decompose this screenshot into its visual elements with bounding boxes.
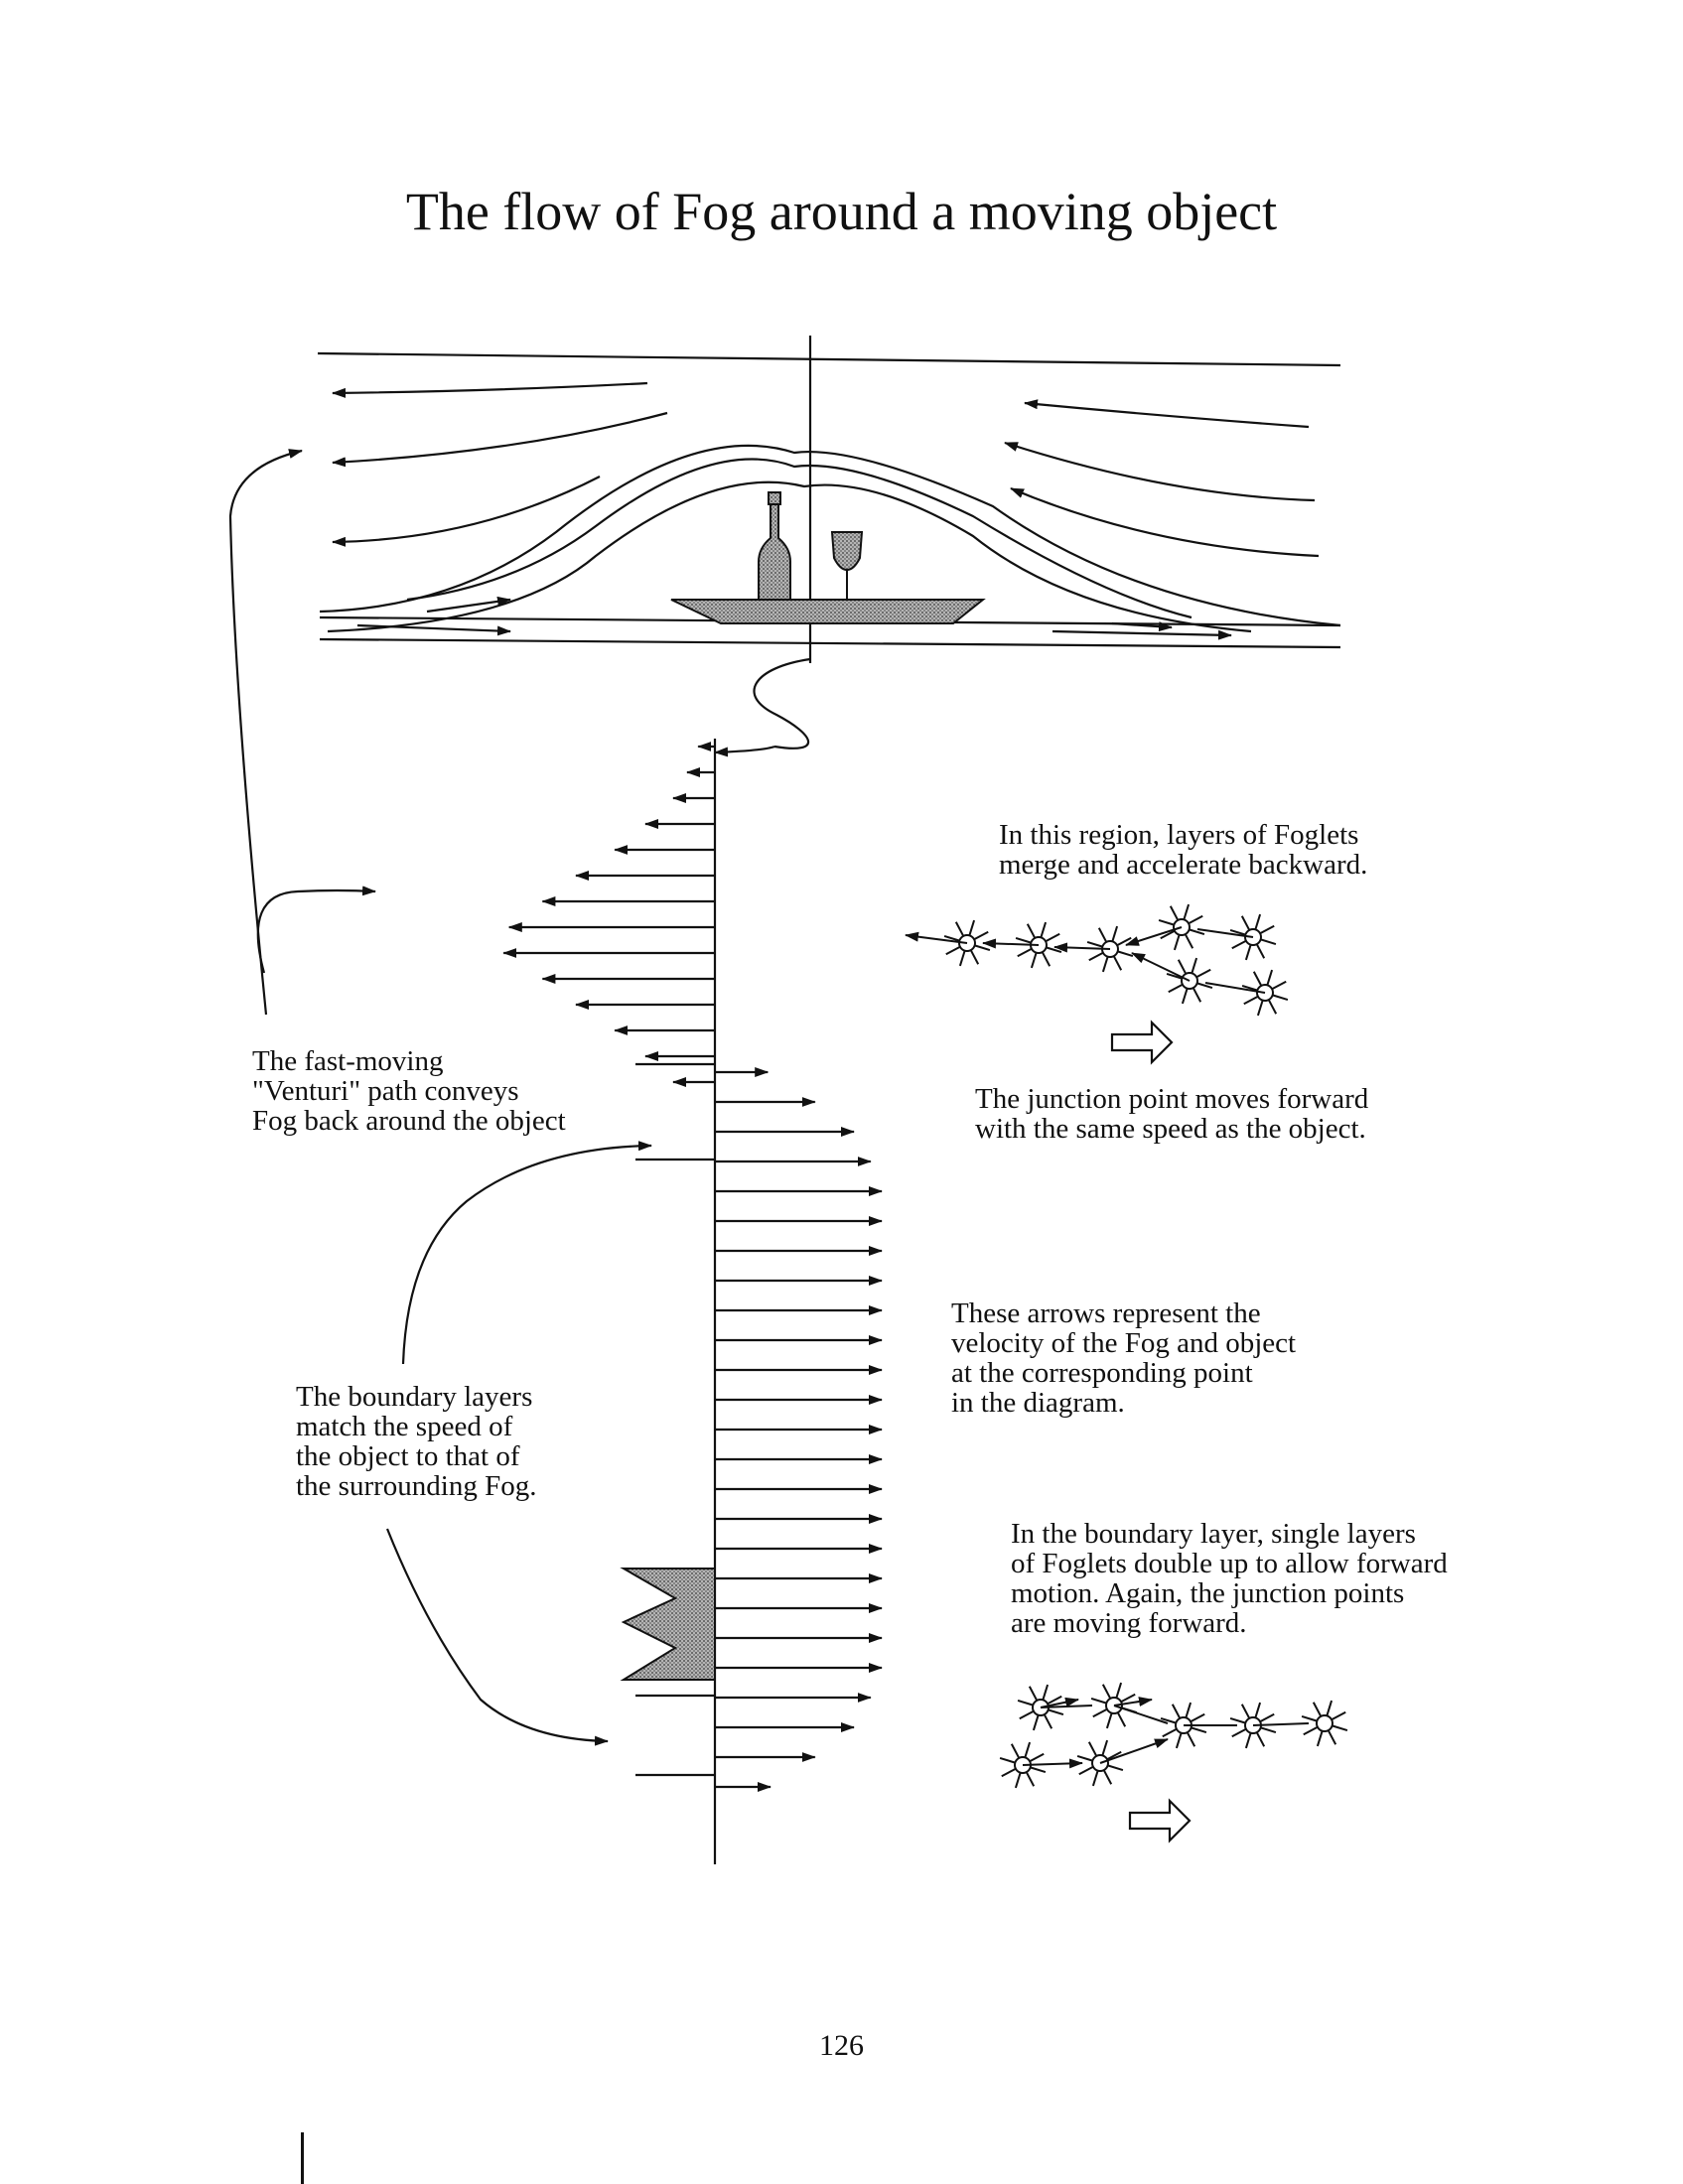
bottle (758, 503, 791, 601)
venturi-pointer (228, 449, 303, 1016)
ground-line (319, 637, 1341, 649)
foglet-icon (1229, 1702, 1277, 1749)
note-junction-forward: The junction point moves forward with th… (975, 1083, 1369, 1145)
wine-glass (830, 531, 864, 572)
foglet-link (1113, 1697, 1153, 1706)
foglet-cluster-boundary (999, 1682, 1348, 1789)
venturi-pointer-2 (256, 886, 376, 974)
foglet-icon (1017, 1684, 1064, 1731)
boundary-pointer-down (385, 1528, 609, 1746)
foglet-link (1099, 1738, 1169, 1764)
page-title: The flow of Fog around a moving object (405, 182, 1278, 241)
junction-forward-arrow-icon (1110, 1020, 1174, 1065)
foglet-link (1040, 1697, 1079, 1708)
velocity-profile (502, 739, 883, 1864)
note-velocity-arrows: These arrows represent the velocity of t… (951, 1297, 1297, 1419)
note-merge-region: In this region, layers of Foglets merge … (999, 819, 1368, 881)
boundary-pointer-up (401, 1141, 652, 1365)
foglet-icon (1076, 1739, 1124, 1787)
foglet-link (1204, 982, 1266, 994)
streamline-left-2 (332, 411, 668, 468)
foglet-link (1053, 942, 1111, 953)
foglet-link (1022, 1758, 1083, 1769)
streamline-left-3 (332, 476, 601, 547)
foglet-link (1196, 928, 1254, 938)
venturi-outer (319, 444, 1341, 627)
ground-arrow-right (1052, 629, 1232, 640)
pointer-arrows (228, 449, 652, 1746)
note-boundary-match: The boundary layers match the speed of t… (296, 1381, 537, 1502)
ground-arrow-left (426, 596, 511, 614)
foglet-link (1113, 1705, 1169, 1724)
foglet-icon (1229, 913, 1277, 961)
foglet-link (1252, 1722, 1310, 1726)
foglet-icon (1158, 903, 1205, 951)
foglet-link (1125, 926, 1183, 946)
foglet-icon (1301, 1700, 1348, 1747)
ground-arrow-mid (356, 623, 511, 636)
tray (670, 599, 986, 624)
foglet-link (905, 931, 968, 944)
note-boundary-double: In the boundary layer, single layers of … (1011, 1518, 1448, 1639)
foglet-icon (999, 1741, 1047, 1789)
foglet-link (982, 938, 1040, 949)
boundary-object-block (620, 1568, 716, 1681)
foglet-link (1131, 952, 1191, 982)
boundary-forward-arrow-icon (1128, 1798, 1192, 1843)
moving-object (670, 491, 986, 624)
streamline-left-1 (332, 381, 648, 398)
page-number: 126 (819, 2029, 864, 2062)
foglet-icon (1241, 969, 1289, 1017)
note-venturi-path: The fast-moving "Venturi" path conveys F… (252, 1045, 566, 1137)
foglet-icon (943, 919, 991, 967)
streamline-right-2 (1004, 441, 1316, 502)
streamline-right-1 (1024, 399, 1310, 429)
margin-mark (301, 2132, 304, 2184)
venturi-outer-2 (406, 458, 1192, 619)
link-squiggle (753, 657, 811, 750)
ground-arrow-right-2 (1111, 621, 1173, 632)
foglet-icon (1166, 957, 1213, 1005)
streamline-right-3 (1010, 486, 1320, 558)
foglet-icon (1160, 1702, 1207, 1749)
venturi-inner (327, 480, 1252, 633)
foglet-cluster-merge (905, 903, 1289, 1017)
top-boundary-line (317, 351, 1341, 367)
